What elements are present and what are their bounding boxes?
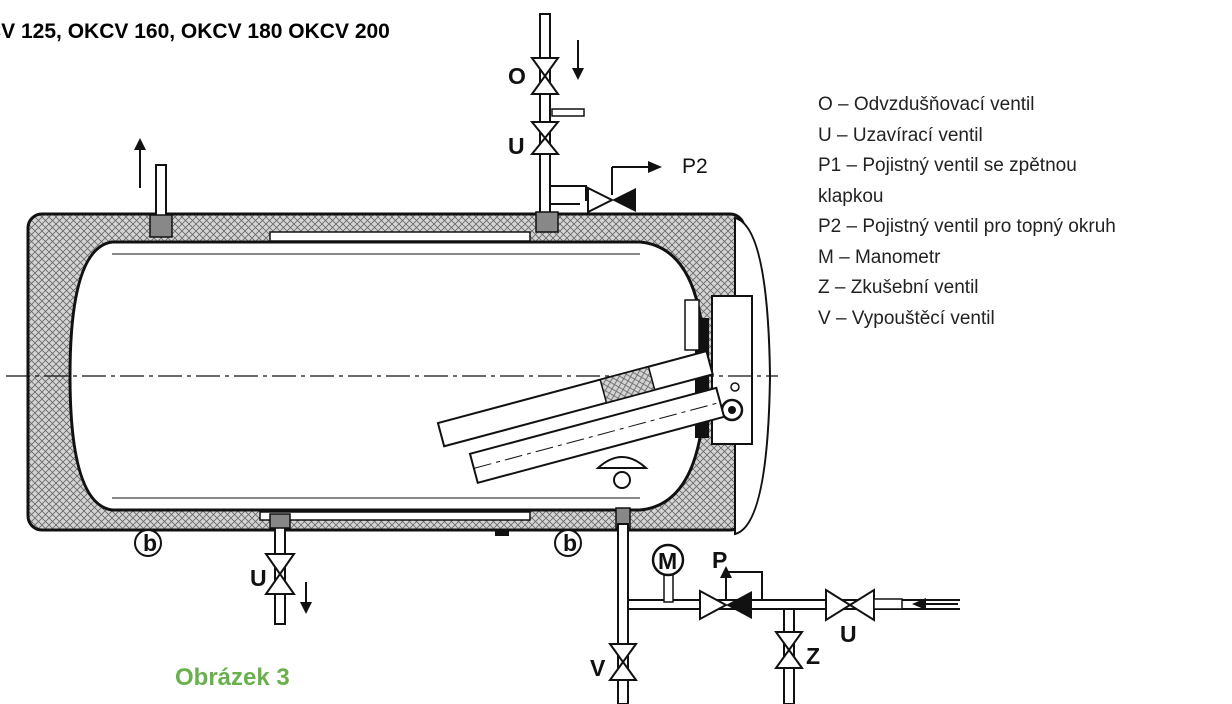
manometer [651, 543, 685, 577]
label-m: M [658, 548, 677, 574]
legend-item: P1 – Pojistný ventil se zpětnou [818, 155, 1077, 176]
foot-right [554, 529, 582, 557]
valve-u-top [529, 121, 561, 155]
legend-item: U – Uzavírací ventil [818, 124, 983, 146]
legend-item: O – Odvzdušňovací ventil [818, 94, 1035, 115]
legend-item: P2 – Pojistný ventil pro topný okruh [818, 216, 1116, 237]
label-u-bottom: U [250, 565, 267, 591]
legend-item: klapkou [818, 185, 884, 207]
label-p2: P2 [682, 155, 708, 178]
legend: O – Odvzdušňovací ventil U – Uzavírací v… [818, 90, 1116, 334]
svg-text:b: b [563, 530, 577, 556]
label-p: P [712, 547, 727, 573]
valve-p [699, 589, 729, 621]
label-o: O [508, 63, 526, 89]
valve-o [530, 57, 560, 95]
heating-element [436, 349, 726, 485]
diagram-title: CV 125, OKCV 160, OKCV 180 OKCV 200 [0, 20, 390, 43]
label-u-right: U [840, 621, 857, 647]
valve-u-bottom [264, 553, 296, 595]
label-v: V [590, 655, 606, 681]
svg-text:b: b [143, 530, 157, 556]
legend-item: M – Manometr [818, 246, 941, 268]
valve-v [608, 643, 638, 681]
figure-caption: Obrázek 3 [175, 664, 290, 691]
valve-u-right [825, 588, 852, 622]
legend-item: Z – Zkušební ventil [818, 277, 979, 298]
label-z: Z [806, 643, 820, 669]
legend-item: V – Vypouštěcí ventil [818, 307, 995, 329]
label-u-top: U [508, 133, 525, 159]
valve-z [774, 631, 804, 669]
valve-p2 [587, 186, 615, 214]
control-panel [711, 295, 753, 445]
foot-left [134, 529, 162, 557]
